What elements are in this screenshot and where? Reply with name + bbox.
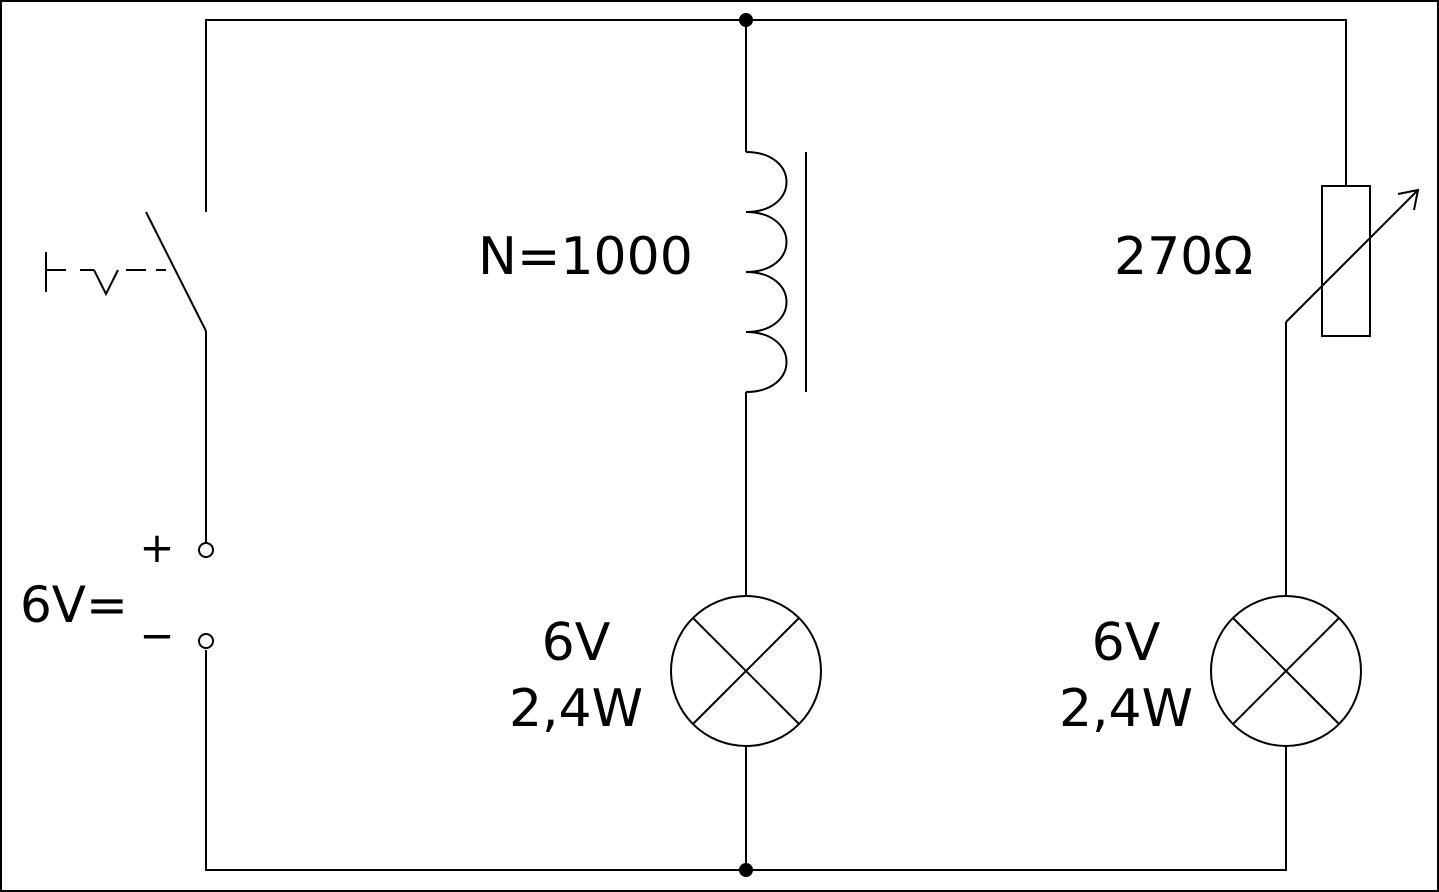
lamp-right-voltage: 6V [1092, 613, 1161, 673]
coil-windings [745, 151, 788, 393]
junction-top [739, 13, 753, 27]
switch [45, 211, 207, 332]
rheostat-arrow-shaft [1285, 189, 1419, 323]
lamp-left-power: 2,4W [509, 679, 643, 739]
lamp-right-power: 2,4W [1059, 679, 1193, 739]
lamp-left [670, 595, 822, 747]
source-plus-sign: + [139, 523, 174, 572]
rheostat-resistance-label: 270Ω [1114, 227, 1253, 287]
source-minus-sign: − [139, 611, 174, 660]
switch-blade [145, 211, 207, 332]
lamp-right [1210, 595, 1362, 747]
rheostat-arrow-head [1397, 188, 1420, 211]
middle-branch [745, 20, 807, 870]
coil-turns-label: N=1000 [478, 227, 693, 287]
junction-bottom [739, 863, 753, 877]
right-branch [1285, 185, 1420, 596]
lamp-left-voltage: 6V [542, 613, 611, 673]
source-plus-terminal [198, 542, 214, 558]
left-branch-wire [205, 19, 1347, 871]
source-voltage-label: 6V= [20, 576, 128, 634]
source-minus-terminal [198, 633, 214, 649]
